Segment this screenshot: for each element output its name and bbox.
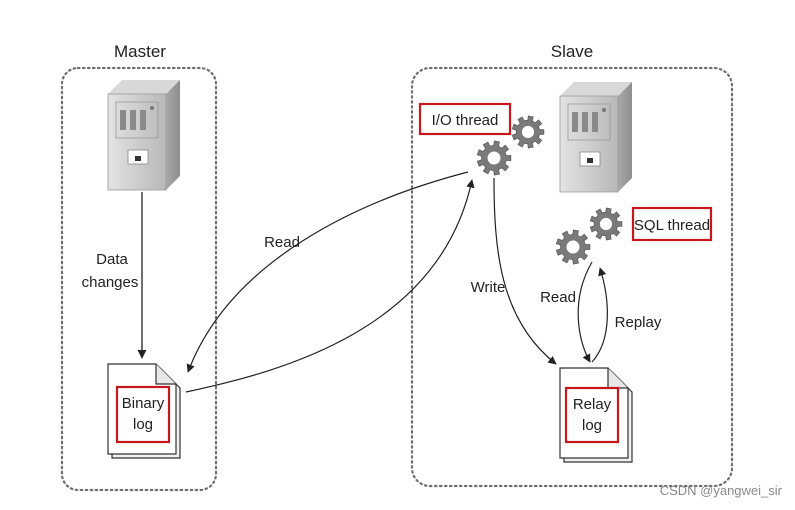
sql-thread-label: SQL thread bbox=[634, 217, 710, 234]
binary-log-document: Binary log bbox=[107, 363, 181, 459]
replay-label: Replay bbox=[615, 314, 662, 331]
slave-title: Slave bbox=[551, 42, 594, 61]
slave-container bbox=[410, 66, 734, 488]
relay-log-label-line2: log bbox=[582, 417, 602, 434]
sql-read-label: Read bbox=[540, 289, 576, 306]
watermark-text: CSDN @yangwei_sir bbox=[660, 483, 783, 498]
relay-log-document: Relay log bbox=[559, 367, 633, 463]
read-flow-label: Read bbox=[264, 234, 300, 251]
binary-log-highlight bbox=[115, 385, 171, 444]
io-thread-label: I/O thread bbox=[432, 112, 499, 129]
write-label: Write bbox=[471, 279, 506, 296]
relay-log-label-line1: Relay bbox=[573, 396, 612, 413]
read-arrow-to-io-thread bbox=[185, 179, 475, 393]
read-arrow-to-binary-log bbox=[186, 171, 469, 373]
sql-thread-highlight bbox=[631, 206, 713, 242]
replay-arrow bbox=[591, 267, 608, 363]
relay-log-highlight bbox=[564, 386, 620, 444]
io-thread-highlight bbox=[418, 102, 512, 136]
master-server-icon bbox=[107, 80, 180, 191]
data-changes-label-line2: changes bbox=[82, 274, 139, 291]
slave-server-icon bbox=[559, 82, 632, 193]
master-title: Master bbox=[114, 42, 166, 61]
io-thread-gear-icon bbox=[476, 115, 545, 176]
data-changes-label-line1: Data bbox=[96, 251, 128, 268]
binary-log-label-line2: log bbox=[133, 416, 153, 433]
binary-log-label-line1: Binary bbox=[122, 395, 165, 412]
write-arrow bbox=[493, 177, 557, 365]
sql-read-arrow bbox=[577, 261, 593, 363]
sql-thread-gear-icon bbox=[555, 207, 623, 265]
